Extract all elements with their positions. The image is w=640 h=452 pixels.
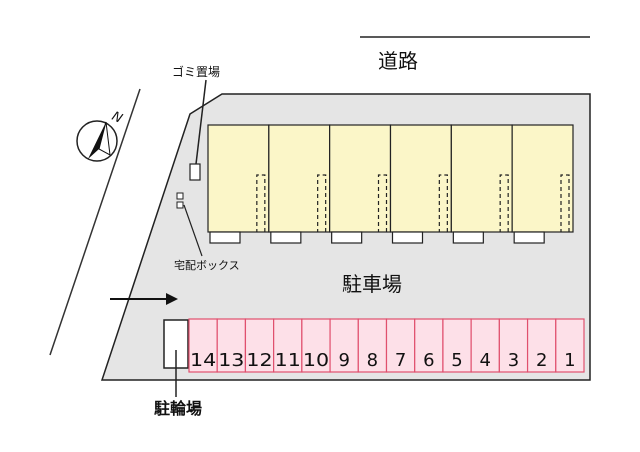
- building-unit: [450, 124, 513, 244]
- parking-space: [188, 318, 218, 373]
- building-unit: [511, 124, 574, 244]
- parking-space: [555, 318, 585, 373]
- entrance-arrow-icon: [110, 293, 178, 305]
- building-unit: [207, 124, 270, 244]
- parking-space: [216, 318, 247, 373]
- parking-space: [273, 318, 303, 373]
- parking-space-number: 2: [536, 350, 547, 371]
- parking-space-number: 5: [451, 350, 462, 371]
- parking-space: [301, 318, 331, 373]
- parking-space: [470, 318, 500, 373]
- parking-space: [498, 318, 529, 373]
- north-label: N: [109, 109, 124, 127]
- building: [207, 124, 574, 244]
- parking-space-number: 12: [246, 350, 272, 371]
- parking-space: [385, 318, 416, 373]
- parking-space: [244, 318, 275, 373]
- garbage-area: [189, 163, 201, 181]
- parking-space-number: 1: [564, 350, 575, 371]
- parking-space-number: 13: [218, 350, 244, 371]
- bicycle-parking-label: 駐輪場: [154, 399, 202, 418]
- boundary-line: [49, 88, 141, 356]
- delivery-box: [176, 201, 184, 209]
- building-unit: [329, 124, 392, 244]
- parking-space-number: 9: [338, 350, 349, 371]
- garbage-leader-line: [195, 79, 207, 165]
- parking-space-number: 6: [423, 350, 434, 371]
- parking-space-number: 3: [508, 350, 519, 371]
- parking-space: [357, 318, 388, 373]
- parking-space-number: 8: [367, 350, 378, 371]
- road-label: 道路: [378, 49, 418, 73]
- delivery-box-label: 宅配ボックス: [174, 258, 240, 272]
- delivery-leader-line: [183, 204, 203, 257]
- parking-space-number: 4: [480, 350, 491, 371]
- garbage-area-label: ゴミ置場: [172, 64, 220, 79]
- parking-space-number: 14: [190, 350, 216, 371]
- parking-space-number: 11: [275, 350, 301, 371]
- parking-space-number: 10: [303, 350, 329, 371]
- parking-label: 駐車場: [342, 272, 402, 296]
- parking-space: [414, 318, 444, 373]
- parking-space-number: 7: [395, 350, 406, 371]
- north-compass-icon: N: [76, 109, 125, 162]
- building-unit: [389, 124, 452, 244]
- delivery-box: [176, 192, 184, 200]
- building-unit: [268, 124, 331, 244]
